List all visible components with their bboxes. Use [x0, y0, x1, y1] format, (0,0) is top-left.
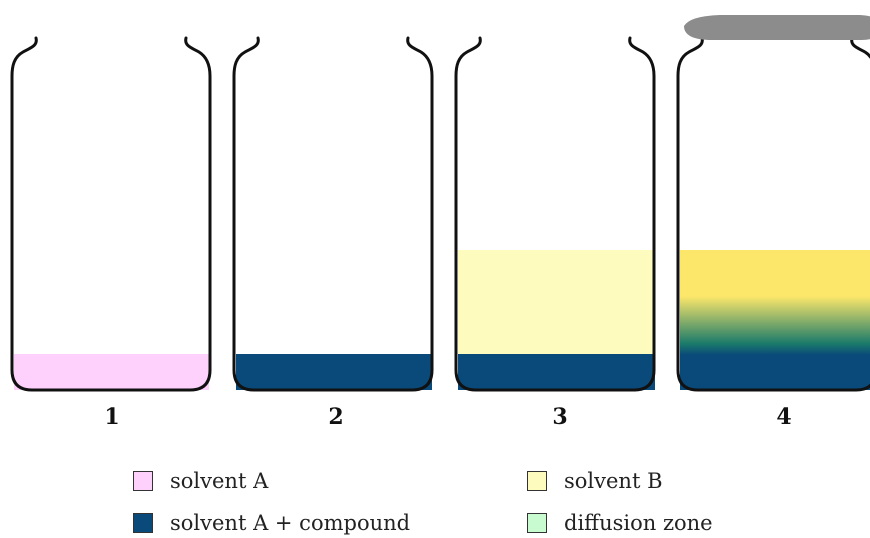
- vial-1-solvent-a: [14, 354, 209, 390]
- vial-3-solvent-b: [458, 250, 655, 354]
- vial-4-outline: [676, 36, 870, 392]
- legend-label-solvent-b: solvent B: [564, 469, 663, 493]
- legend-swatch-diffusion-zone: [527, 513, 547, 533]
- vial-1-outline: [10, 36, 212, 392]
- legend-swatch-solvent-b: [527, 471, 547, 491]
- legend-swatch-solvent-a-compound: [133, 513, 153, 533]
- legend-item-solvent-a-compound: solvent A + compound: [133, 508, 410, 538]
- vial-3-solvent-a-compound: [458, 354, 655, 390]
- legend-swatch-solvent-a: [133, 471, 153, 491]
- vial-4-number: 4: [776, 404, 792, 430]
- vial-4-cap: [684, 15, 870, 40]
- vial-4-layers: [680, 250, 870, 390]
- vial-3-outline: [454, 36, 656, 392]
- legend-item-solvent-b: solvent B: [527, 466, 663, 496]
- legend-item-solvent-a: solvent A: [133, 466, 268, 496]
- vial-1-number: 1: [104, 404, 120, 430]
- legend-label-solvent-a: solvent A: [170, 469, 269, 493]
- legend-label-diffusion-zone: diffusion zone: [564, 511, 713, 535]
- vial-1: [10, 36, 212, 392]
- vial-2-solvent-a-compound: [236, 354, 432, 390]
- vial-3-number: 3: [552, 404, 568, 430]
- vial-2-outline: [232, 36, 434, 392]
- legend-label-solvent-a-compound: solvent A + compound: [170, 511, 411, 535]
- vials-illustration: [10, 15, 870, 392]
- vial-2-number: 2: [328, 404, 344, 430]
- vial-2: [232, 36, 434, 392]
- legend-item-diffusion-zone: diffusion zone: [527, 508, 713, 538]
- vial-4: [676, 15, 870, 392]
- vial-3: [454, 36, 656, 392]
